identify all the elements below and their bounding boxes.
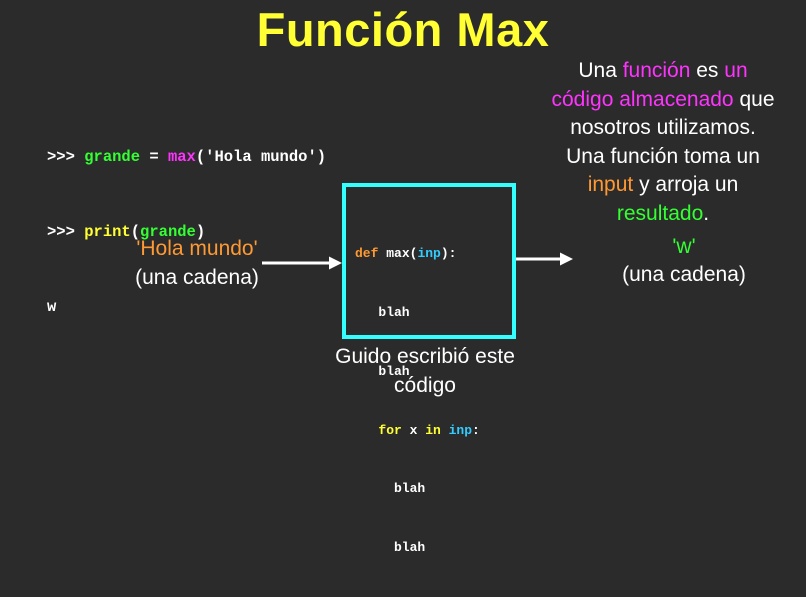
print-function: print xyxy=(84,223,131,241)
function-args: ('Hola mundo') xyxy=(195,148,327,166)
repl-prompt: >>> xyxy=(47,223,85,241)
def-name: max xyxy=(386,246,410,262)
explain-text: Una xyxy=(578,59,623,82)
output-type: (una cadena) xyxy=(622,263,746,286)
output-value: 'w' xyxy=(672,235,696,258)
repl-line-1: >>> grande = max('Hola mundo') xyxy=(47,145,326,170)
function-name: max xyxy=(167,148,196,166)
explain-text: y arroja un xyxy=(633,173,739,197)
box-caption: Guido escribió este código xyxy=(300,342,550,400)
def-keyword: def xyxy=(355,246,387,262)
slide-title: Función Max xyxy=(256,3,550,56)
def-open-paren: ( xyxy=(409,246,418,262)
for-iterable: inp xyxy=(440,422,473,438)
open-paren: ( xyxy=(130,223,141,241)
explain-text: nosotros utilizamos. xyxy=(570,116,756,140)
body-line: blah xyxy=(355,540,426,556)
arrow-right-icon xyxy=(262,256,342,270)
caption-line-1: Guido escribió este xyxy=(335,345,515,368)
for-var: x xyxy=(401,422,426,438)
term-resultado: resultado xyxy=(616,201,704,225)
input-label: 'Hola mundo' (una cadena) xyxy=(120,234,274,292)
repl-prompt: >>> xyxy=(47,148,85,166)
input-value: 'Hola mundo' xyxy=(136,237,258,260)
explain-text: . xyxy=(703,201,710,225)
for-colon: : xyxy=(472,422,480,438)
variable-name: grande xyxy=(140,223,196,241)
repl-line-2: >>> print(grande) xyxy=(47,220,326,245)
indent xyxy=(355,423,378,438)
term-un: un xyxy=(724,59,748,82)
explain-text: que xyxy=(733,87,775,111)
repl-output: w xyxy=(47,298,57,316)
for-keyword: for xyxy=(378,422,402,438)
term-codigo-almacenado: código almacenado xyxy=(551,87,734,111)
term-input: input xyxy=(587,173,634,197)
function-code: def max(inp): blah blah for x in inp: bl… xyxy=(355,205,480,597)
body-line: blah xyxy=(355,304,410,320)
arrow-right-icon xyxy=(516,252,573,266)
variable-name: grande xyxy=(84,148,141,166)
def-line: def max(inp): xyxy=(355,244,480,264)
body-line: blah xyxy=(355,363,410,379)
in-keyword: in xyxy=(425,422,441,438)
explain-text: es xyxy=(690,59,725,82)
def-close: ): xyxy=(440,246,457,262)
caption-line-2: código xyxy=(394,374,456,397)
function-box: def max(inp): blah blah for x in inp: bl… xyxy=(342,183,516,555)
output-label: 'w' (una cadena) xyxy=(606,233,762,289)
assignment-operator: = xyxy=(140,148,168,166)
term-funcion: función xyxy=(622,59,691,82)
body-line: blah xyxy=(355,481,426,497)
repl-session: >>> grande = max('Hola mundo') >>> print… xyxy=(47,95,326,345)
def-param: inp xyxy=(417,246,441,262)
function-explanation: Una función es un código almacenado que … xyxy=(528,57,798,229)
close-paren: ) xyxy=(195,223,206,241)
explain-text: Una función toma un xyxy=(566,144,760,168)
input-type: (una cadena) xyxy=(135,266,259,289)
for-line: for x in inp: xyxy=(355,421,480,441)
